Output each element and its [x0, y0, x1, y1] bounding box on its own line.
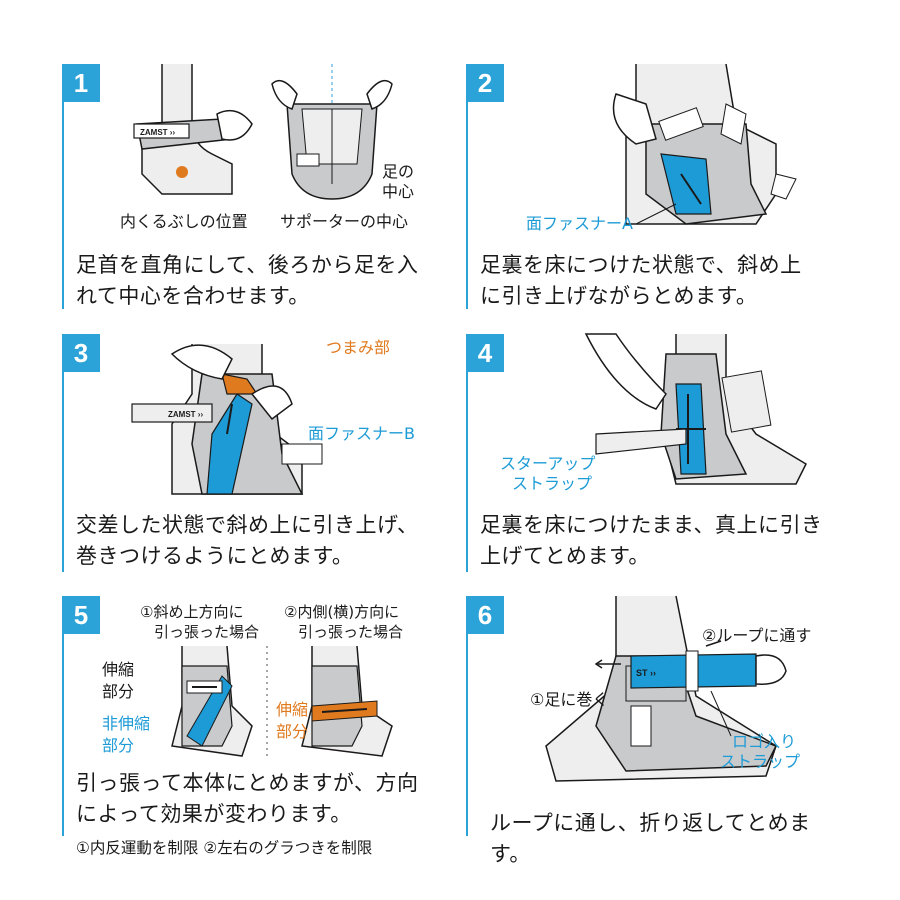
label-ankle-position: 内くるぶしの位置 [120, 212, 248, 231]
step-3-illustration: ZAMST ›› [131, 344, 323, 495]
label-supporter-center: サポーターの中心 [280, 212, 409, 231]
label-strap: ストラップ [512, 474, 593, 493]
label-fastener-a: 面ファスナーA [526, 214, 633, 233]
step-4-illustration [584, 333, 807, 485]
step-divider [62, 64, 64, 309]
label-fastener-b: 面ファスナーB [308, 424, 415, 443]
label-diagonal-1: ①斜め上方向に [140, 603, 244, 621]
step-4-panel: 4 スターアップ ストラップ 足裏を床につけたまま、真上に引き 上げてとめます。 [466, 333, 836, 572]
step-divider [62, 596, 64, 836]
step-5-panel: 5 ①斜め上方向に 引っ張った場合 ②内側(横)方向に 引っ張った場合 伸縮 部… [62, 596, 432, 857]
step-divider [466, 64, 468, 309]
step-badge: 4 [466, 334, 504, 372]
step-badge: 1 [62, 64, 100, 102]
label-inside-2: 引っ張った場合 [298, 623, 404, 641]
label-stretch-1: 伸縮 [102, 660, 135, 679]
step-badge: 3 [62, 334, 100, 372]
step-2-caption: 足裏を床につけた状態で、斜め上 に引き上げながらとめます。 [480, 253, 802, 308]
label-stretch-2: 伸縮 [276, 700, 309, 719]
step-5-caption: 引っ張って本体にとめますが、方向 によって効果が変わります。 [76, 771, 419, 826]
label-inside-1: ②内側(横)方向に [284, 603, 400, 621]
step-3-panel: 3 ZAMST ›› つまみ部 面ファスナーB 交差した状態で斜め上に引き上げ、… [62, 334, 432, 572]
label-foot: 足の [382, 162, 415, 181]
label-tab: つまみ部 [326, 338, 391, 357]
step-5-note: ①内反運動を制限 ②左右のグラつきを制限 [76, 839, 373, 857]
zamst-logo: ZAMST ›› [140, 128, 175, 137]
step-divider [466, 596, 468, 836]
zamst-logo: ST ›› [636, 668, 656, 678]
step-6-caption: ループに通し、折り返してとめます。 [490, 811, 811, 866]
step-6-illustration: ST ›› [545, 595, 787, 782]
step-divider [466, 334, 468, 572]
step-2-illustration [612, 63, 797, 225]
label-nonstretch: 非伸縮 [102, 714, 151, 733]
label-center: 中心 [382, 182, 415, 201]
step-1-panel: 1 ZAMST ›› 内くるぶしの位置 サポーターの中心 足の 中心 足首を直角… [62, 64, 432, 309]
label-stirrup: スターアップ [500, 454, 596, 473]
label-part-3: 部分 [276, 722, 309, 741]
label-wrap-foot: ①足に巻く [530, 690, 609, 709]
step-1-illustration: ZAMST ›› [133, 64, 393, 200]
label-part-2: 部分 [102, 736, 135, 755]
label-part-1: 部分 [102, 682, 135, 701]
step-badge: 2 [466, 64, 504, 102]
label-diagonal-2: 引っ張った場合 [154, 623, 260, 641]
step-5-illustration [171, 645, 393, 757]
step-6-panel: 6 ST ›› ②ループに通す ①足に巻く ロゴ入り ストラップ ループに通し、… [466, 595, 836, 866]
zamst-logo: ZAMST ›› [168, 410, 203, 419]
label-logo-strap-1: ロゴ入り [732, 732, 797, 751]
step-badge: 6 [466, 596, 504, 634]
step-3-caption: 交差した状態で斜め上に引き上げ、 巻きつけるようにとめます。 [76, 513, 419, 568]
label-through-loop: ②ループに通す [702, 626, 812, 645]
step-divider [62, 334, 64, 572]
step-4-caption: 足裏を床につけたまま、真上に引き 上げてとめます。 [480, 513, 823, 568]
label-logo-strap-2: ストラップ [720, 752, 801, 771]
step-1-caption: 足首を直角にして、後ろから足を入 れて中心を合わせます。 [76, 253, 419, 308]
step-badge: 5 [62, 596, 100, 634]
step-2-panel: 2 面ファスナーA 足裏を床につけた状態で、斜め上 に引き上げながらとめます。 [466, 63, 836, 309]
